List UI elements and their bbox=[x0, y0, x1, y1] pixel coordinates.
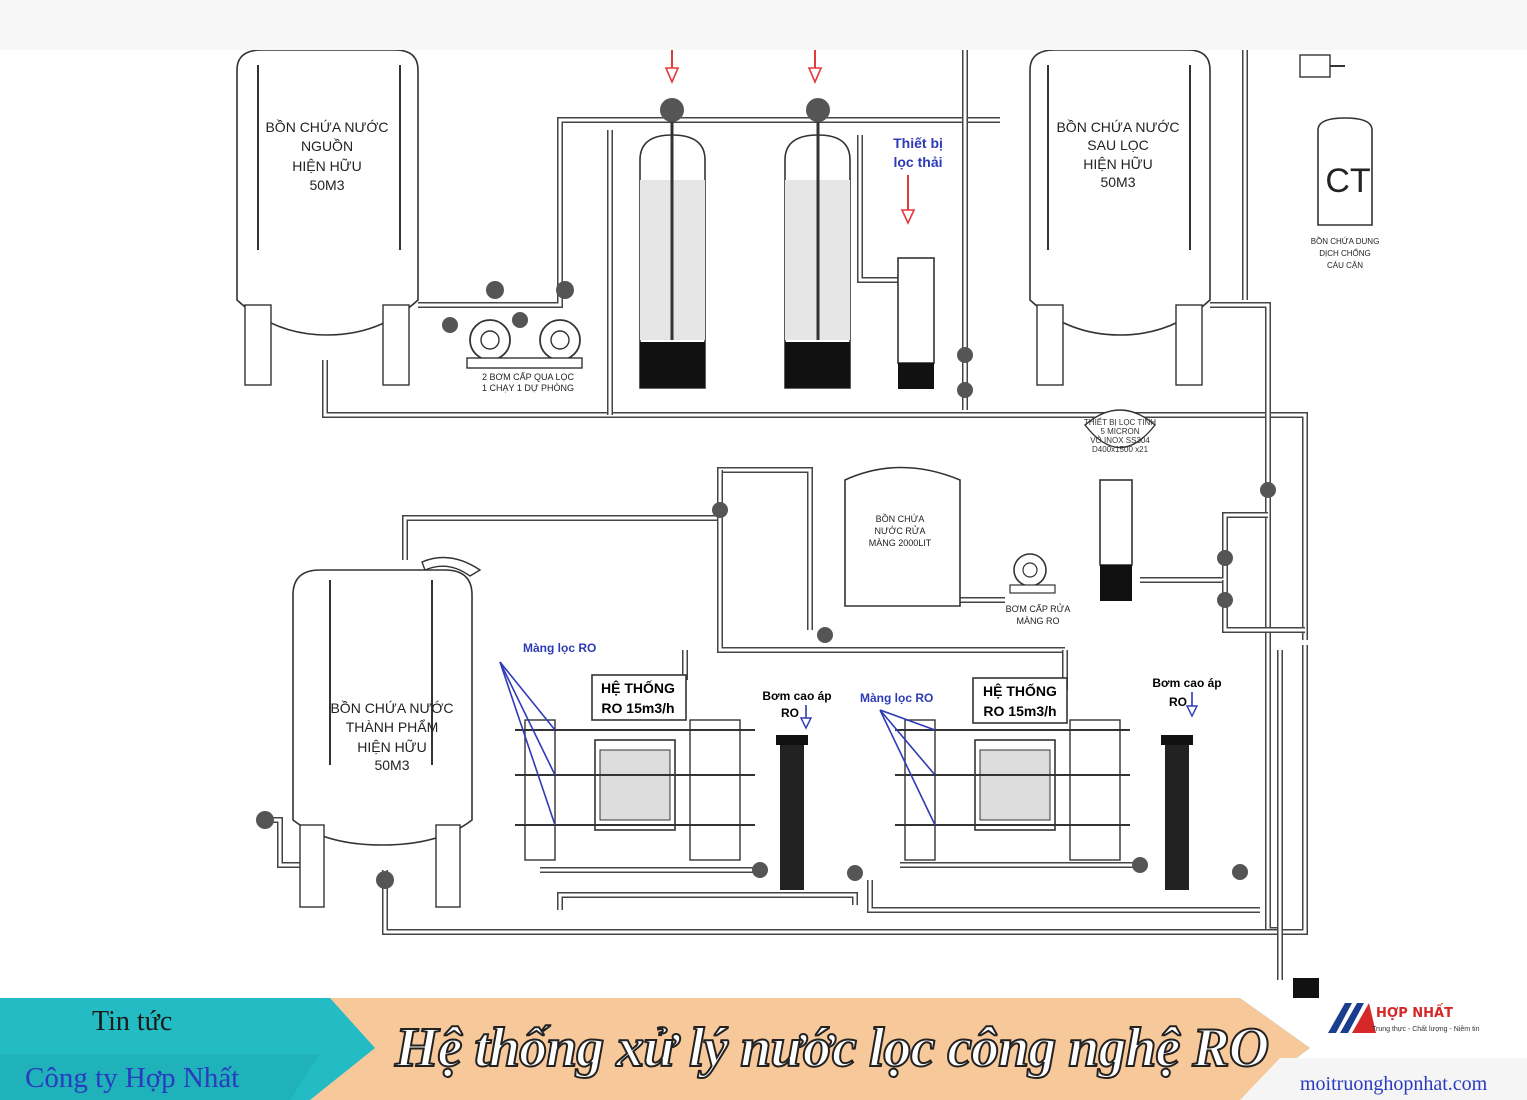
waste-filter: Thiết bị lọc thải bbox=[893, 135, 973, 398]
feed-pump-label-1: 2 BƠM CẤP QUA LỌC bbox=[482, 372, 575, 382]
rinse-pump-label-2: MÀNG RO bbox=[1016, 616, 1059, 626]
chemical-tank: CT BỒN CHỨA DUNG DỊCH CHỐNG CÁU CẶN bbox=[1299, 54, 1380, 270]
membrane-1-label: Màng lọc RO bbox=[523, 641, 596, 655]
product-tank-label-4: 50M3 bbox=[374, 757, 409, 773]
chemical-tank-label-2: DỊCH CHỐNG bbox=[1319, 248, 1371, 258]
bottom-banner: Tin tức Công ty Hợp Nhất Hệ thống xử lý … bbox=[0, 998, 1527, 1100]
hp-pump-2-label-2: RO bbox=[1169, 695, 1187, 709]
filtered-tank-label-4: 50M3 bbox=[1100, 174, 1135, 190]
waste-device-label-1: Thiết bị bbox=[893, 135, 943, 151]
membrane-2-label: Màng lọc RO bbox=[860, 691, 933, 705]
banner-title: Hệ thống xử lý nước lọc công nghệ RO bbox=[394, 1016, 1270, 1080]
source-tank-label-3: HIỆN HỮU bbox=[292, 158, 362, 174]
micron-label-4: D400x1500 x21 bbox=[1092, 445, 1149, 454]
chemical-tank-letters: CT bbox=[1325, 162, 1370, 200]
waste-device-label-2: lọc thải bbox=[893, 154, 942, 170]
feed-pump-label-2: 1 CHẠY 1 DỰ PHÒNG bbox=[482, 383, 574, 393]
micron-label-1: THIẾT BỊ LỌC TINH bbox=[1084, 417, 1156, 427]
hp-pump-1-label-2: RO bbox=[781, 706, 799, 720]
filtered-tank-label-1: BỒN CHỨA NƯỚC bbox=[1056, 118, 1179, 135]
hp-pump-1-label-1: Bơm cao áp bbox=[762, 689, 831, 703]
product-tank-label-3: HIỆN HỮU bbox=[357, 739, 427, 755]
product-tank-label-2: THÀNH PHẨM bbox=[346, 718, 439, 735]
banner-company-label: Công ty Hợp Nhất bbox=[25, 1062, 240, 1094]
rinse-tank-label-2: NƯỚC RỬA bbox=[874, 525, 925, 536]
ro-system-1-label-2: RO 15m3/h bbox=[601, 700, 674, 716]
filtered-tank-label-3: HIỆN HỮU bbox=[1083, 156, 1153, 172]
ro-system-1-label-1: HỆ THỐNG bbox=[601, 679, 675, 696]
product-tank: BỒN CHỨA NƯỚC THÀNH PHẨM HIỆN HỮU 50M3 bbox=[256, 556, 482, 908]
micron-label-3: VỎ INOX SS304 bbox=[1090, 436, 1150, 445]
ro-system-2-label-2: RO 15m3/h bbox=[983, 703, 1056, 719]
product-tank-label-1: BỒN CHỨA NƯỚC bbox=[330, 699, 453, 716]
banner-shapes bbox=[0, 998, 1527, 1100]
banner-news-label: Tin tức bbox=[92, 1006, 173, 1037]
source-tank-label-1: BỒN CHỨA NƯỚC bbox=[265, 118, 388, 135]
filtered-tank: BỒN CHỨA NƯỚC SAU LỌC HIỆN HỮU 50M3 bbox=[1029, 50, 1211, 386]
ro-system-1: HỆ THỐNG RO 15m3/h Màng lọc RO Bơm cao áp… bbox=[499, 641, 863, 890]
rinse-tank-label-3: MÀNG 2000LIT bbox=[869, 538, 932, 548]
logo-name: HỢP NHẤT bbox=[1376, 1006, 1453, 1021]
pipe-network bbox=[265, 50, 1308, 980]
website-link[interactable]: moitruonghopnhat.com bbox=[1300, 1073, 1488, 1095]
source-tank: BỒN CHỨA NƯỚC NGUỒN HIỆN HỮU 50M3 bbox=[236, 50, 419, 386]
ro-system-2: HỆ THỐNG RO 15m3/h Màng lọc RO Bơm cao áp… bbox=[860, 676, 1248, 890]
logo-tagline: Trung thực - Chất lượng - Niềm tin bbox=[1372, 1026, 1480, 1033]
ro-system-2-label-1: HỆ THỐNG bbox=[983, 682, 1057, 699]
filtered-tank-label-2: SAU LỌC bbox=[1087, 137, 1148, 153]
rinse-tank-label-1: BỒN CHỨA bbox=[876, 513, 925, 524]
micron-label-2: 5 MICRON bbox=[1100, 427, 1139, 436]
drain-box bbox=[1293, 978, 1319, 998]
rinse-pump-label-1: BƠM CẤP RỬA bbox=[1006, 603, 1071, 614]
filter-columns bbox=[639, 50, 851, 389]
chemical-tank-label-1: BỒN CHỨA DUNG bbox=[1311, 236, 1380, 246]
top-bar bbox=[0, 0, 1527, 50]
source-tank-label-4: 50M3 bbox=[309, 177, 344, 193]
chemical-tank-label-3: CÁU CẶN bbox=[1327, 261, 1363, 270]
hp-pump-2-label-1: Bơm cao áp bbox=[1152, 676, 1221, 690]
source-tank-label-2: NGUỒN bbox=[301, 137, 353, 154]
ro-system-diagram: BỒN CHỨA NƯỚC NGUỒN HIỆN HỮU 50M3 2 BƠM CẤP… bbox=[236, 50, 1380, 998]
